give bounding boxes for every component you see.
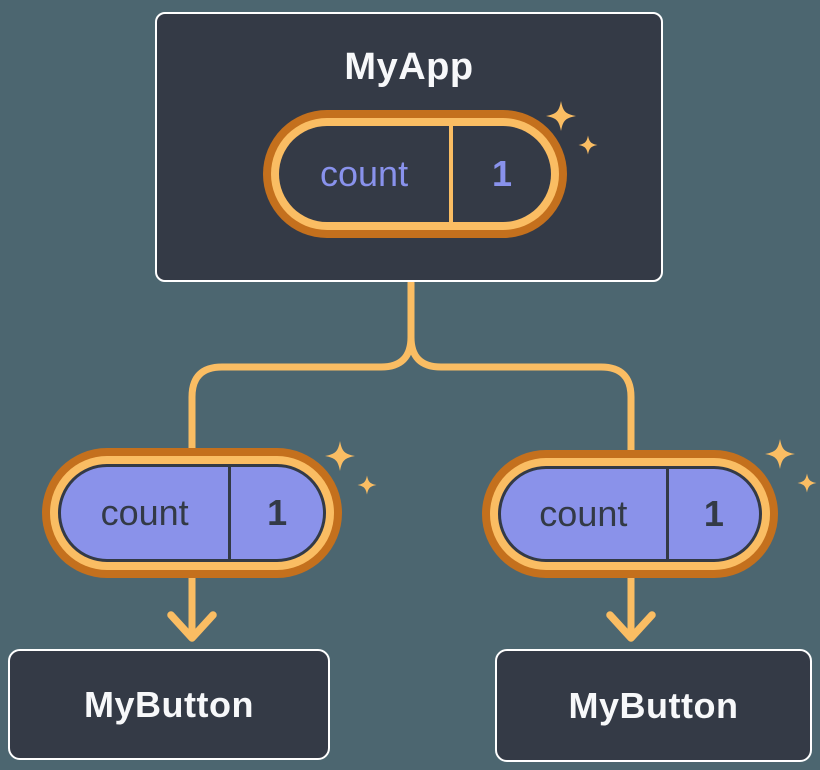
child-state-pill-left: count 1 (42, 448, 342, 578)
branch-line-right (407, 279, 635, 635)
sparkle-icon (546, 101, 598, 155)
arrowhead-down-icon (606, 611, 656, 642)
pill-inner-ring: count 1 (50, 456, 334, 570)
state-value: 1 (492, 153, 513, 194)
pill-core: count 1 (279, 126, 551, 222)
state-value: 1 (267, 492, 288, 533)
pill-inner-ring: count 1 (271, 118, 559, 230)
child-component-node-left: MyButton (8, 649, 330, 760)
child-component-title: MyButton (84, 683, 254, 725)
pill-core: count 1 (58, 464, 326, 562)
child-state-pill-right: count 1 (482, 450, 778, 578)
pill-inner-ring: count 1 (490, 458, 770, 570)
sparkle-icon (765, 439, 817, 493)
arrowhead-down-icon (167, 611, 217, 642)
child-component-title: MyButton (568, 684, 739, 726)
pill-core: count 1 (498, 466, 762, 562)
state-name: count (279, 126, 454, 222)
state-value: 1 (703, 493, 724, 534)
root-state-pill: count 1 (263, 110, 567, 238)
sparkle-icon (325, 441, 377, 495)
state-name: count (61, 467, 232, 559)
root-component-title: MyApp (344, 46, 474, 88)
child-component-node-right: MyButton (495, 649, 812, 762)
state-name: count (501, 469, 669, 559)
